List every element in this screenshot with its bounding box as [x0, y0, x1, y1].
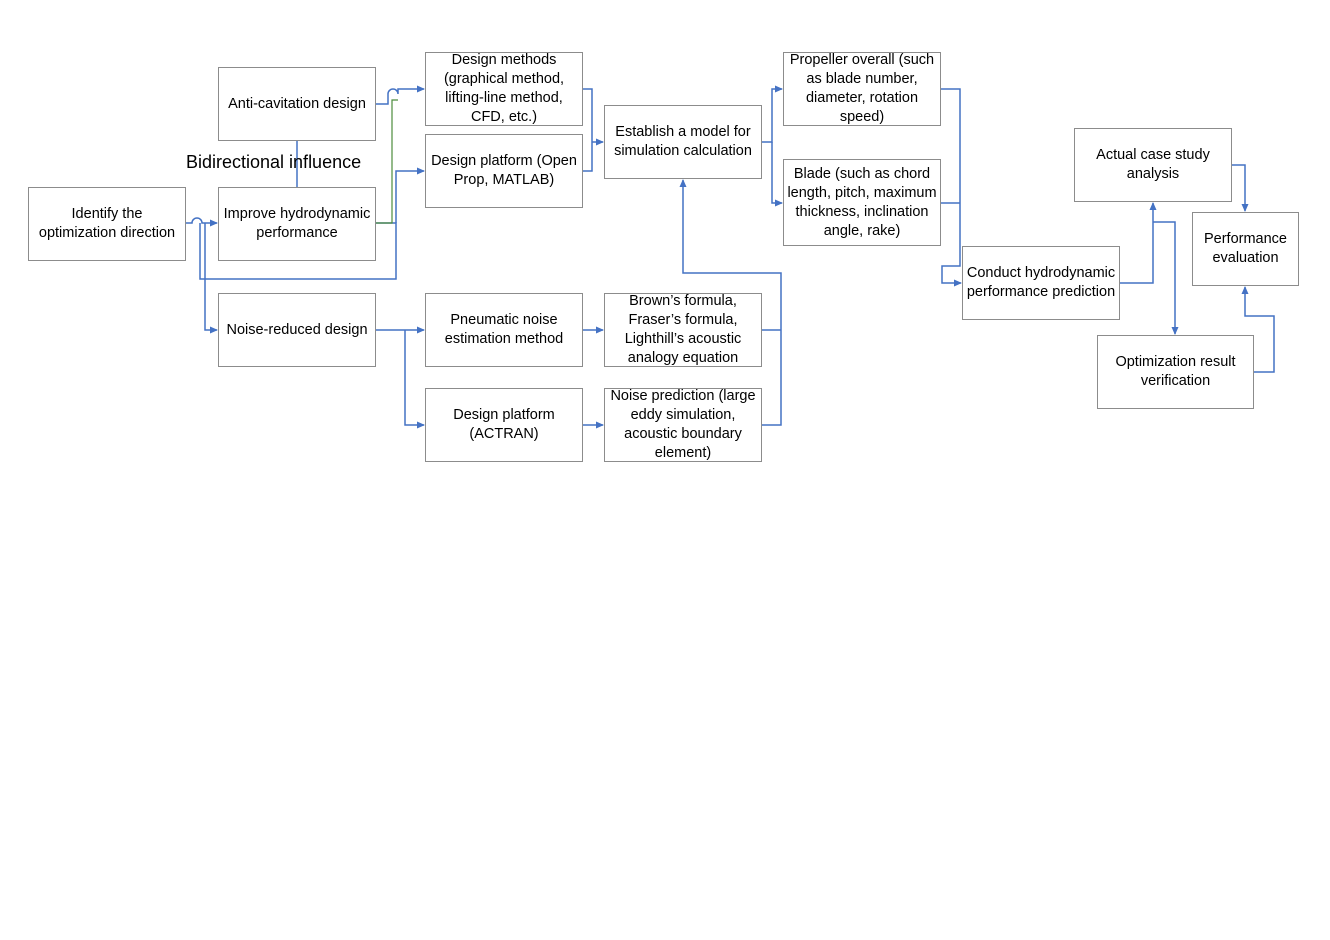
- identify-optimization-node: Identify the optimization direction: [28, 187, 186, 261]
- formulas-node: Brown’s formula, Fraser’s formula, Light…: [604, 293, 762, 367]
- establish-model-node: Establish a model for simulation calcula…: [604, 105, 762, 179]
- connector-verify-to-eval: [1241, 286, 1275, 373]
- case-study-text: Actual case study analysis: [1096, 147, 1210, 182]
- connector-model-to-blade: [771, 142, 783, 207]
- case-study-node: Actual case study analysis: [1074, 128, 1232, 202]
- anti-cavitation-text: Anti-cavitation design: [228, 95, 366, 112]
- identify-optimization-text: Identify the optimization direction: [38, 206, 176, 241]
- performance-evaluation-text: Performance evaluation: [1203, 231, 1287, 266]
- improve-hydrodynamic-node: Improve hydrodynamic performance: [218, 187, 376, 261]
- connector-identify-to-improve: [186, 217, 218, 227]
- propeller-overall-node: Propeller overall (such as blade number,…: [783, 52, 941, 126]
- design-methods-node: Design methods (graphical method, liftin…: [425, 52, 583, 126]
- connector-noise-feedback: [683, 180, 782, 426]
- connector-noise-to-actran: [404, 330, 425, 429]
- blade-parameters-node: Blade (such as chord length, pitch, maxi…: [783, 159, 941, 246]
- connector-params-to-prediction: [941, 88, 962, 287]
- noise-prediction-node: Noise prediction (large eddy simulation,…: [604, 388, 762, 462]
- connector-prediction-to-case: [1120, 202, 1157, 284]
- connector-anticav-to-methods: [376, 85, 425, 105]
- improve-hydrodynamic-text: Improve hydrodynamic performance: [223, 206, 371, 241]
- blade-parameters-text: Blade (such as chord length, pitch, maxi…: [787, 165, 937, 239]
- connector-prediction-to-verify: [1153, 221, 1179, 335]
- connector-methods-to-model: [583, 88, 603, 172]
- optimization-verification-node: Optimization result verification: [1097, 335, 1254, 409]
- conduct-prediction-text: Conduct hydrodynamic performance predict…: [966, 265, 1116, 300]
- performance-evaluation-node: Performance evaluation: [1192, 212, 1299, 286]
- bidirectional-influence-label: Bidirectional influence: [186, 152, 362, 172]
- design-methods-text: Design methods (graphical method, liftin…: [443, 52, 565, 125]
- connector-improve-to-methods: [376, 99, 398, 224]
- design-platform-actran-node: Design platform (ACTRAN): [425, 388, 583, 462]
- design-platform-open-node: Design platform (Open Prop, MATLAB): [425, 134, 583, 208]
- pneumatic-noise-node: Pneumatic noise estimation method: [425, 293, 583, 367]
- anti-cavitation-node: Anti-cavitation design: [218, 67, 376, 141]
- optimization-verification-text: Optimization result verification: [1115, 354, 1236, 389]
- noise-reduced-node: Noise-reduced design: [218, 293, 376, 367]
- connector-case-to-eval: [1232, 164, 1249, 212]
- design-platform-actran-text: Design platform (ACTRAN): [453, 407, 555, 442]
- establish-model-text: Establish a model for simulation calcula…: [614, 124, 752, 159]
- propeller-overall-text: Propeller overall (such as blade number,…: [789, 52, 935, 125]
- formulas-text: Brown’s formula, Fraser’s formula, Light…: [624, 293, 742, 366]
- connector-identify-to-noise: [204, 223, 218, 334]
- connector-improve-to-platform: [395, 167, 425, 223]
- noise-prediction-text: Noise prediction (large eddy simulation,…: [610, 388, 756, 461]
- conduct-prediction-node: Conduct hydrodynamic performance predict…: [962, 246, 1120, 320]
- noise-reduced-text: Noise-reduced design: [226, 321, 368, 338]
- pneumatic-noise-text: Pneumatic noise estimation method: [444, 312, 564, 347]
- connector-model-to-params: [762, 85, 783, 143]
- design-platform-open-text: Design platform (Open Prop, MATLAB): [431, 153, 577, 188]
